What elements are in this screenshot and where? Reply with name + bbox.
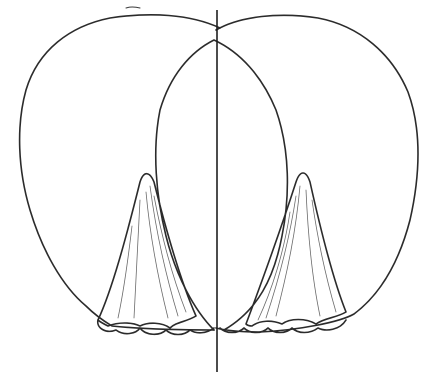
- left-petal-outline: [98, 174, 196, 328]
- right-petal-hatching: [258, 186, 336, 320]
- inner-overlap-outline: [156, 40, 288, 330]
- left-scallop-edge: [98, 320, 214, 335]
- left-lobe-outline: [20, 15, 220, 330]
- top-mark: [126, 7, 140, 8]
- left-petal-hatching: [118, 186, 186, 318]
